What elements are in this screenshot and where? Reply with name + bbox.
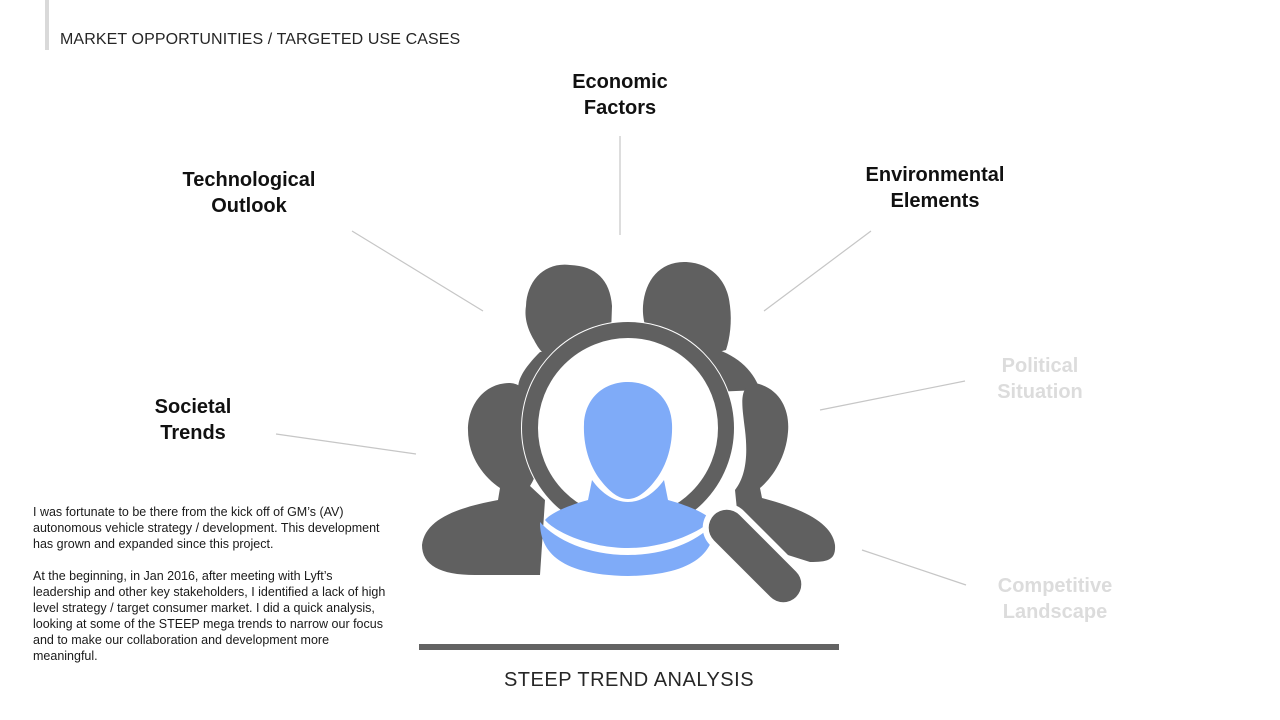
connector-societal [275,433,417,455]
narrative-text: I was fortunate to be there from the kic… [33,504,388,680]
factor-environmental: Environmental Elements [865,164,1005,212]
factor-political: Political Situation [997,355,1083,403]
narrative-paragraph-2: At the beginning, in Jan 2016, after mee… [33,569,386,663]
connector-environmental [763,230,872,312]
steep-analysis-illustration [422,262,836,607]
connector-political [819,380,966,411]
connector-technological [351,230,484,312]
illustration-baseline [419,644,839,650]
page-title: MARKET OPPORTUNITIES / TARGETED USE CASE… [60,31,461,48]
connector-competitive [861,549,967,586]
header-accent-bar [45,0,49,50]
factor-competitive: Competitive Landscape [997,575,1113,623]
factor-economic: Economic Factors [572,71,668,119]
narrative-paragraph-1: I was fortunate to be there from the kic… [33,505,380,551]
highlighted-person-icon [540,382,715,576]
diagram-caption: STEEP TREND ANALYSIS [503,669,755,691]
magnifying-glass-handle [702,503,806,607]
factor-technological: Technological Outlook [182,169,316,217]
factor-societal: Societal Trends [154,396,232,444]
